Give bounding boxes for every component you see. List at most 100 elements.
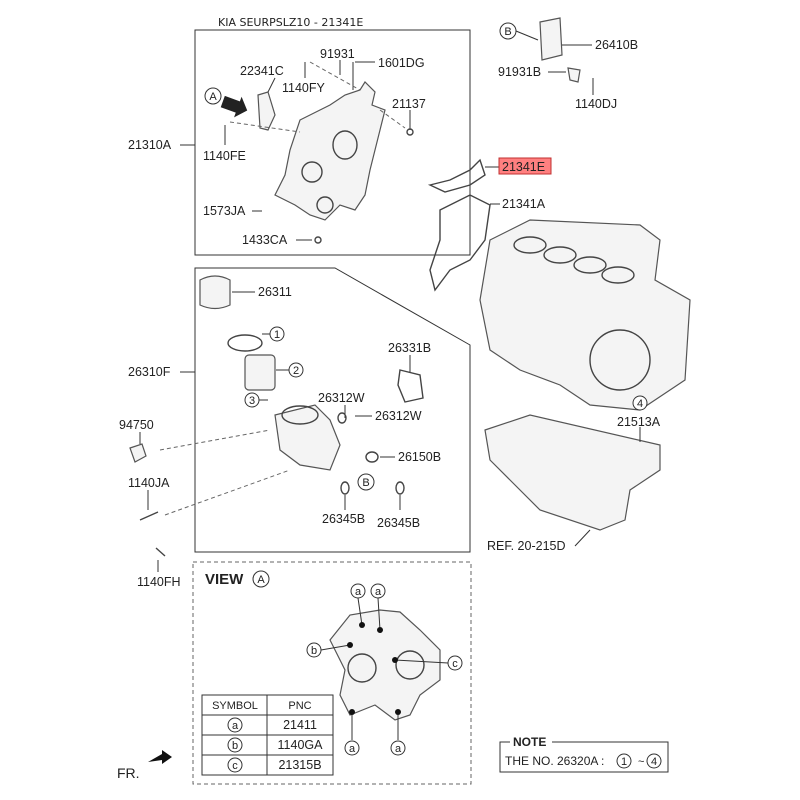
oil-filter-frame — [194, 267, 471, 553]
label-21310a[interactable]: 21310A — [128, 138, 172, 152]
view-a-circle — [252, 570, 270, 588]
label-1573ja[interactable]: 1573JA — [203, 204, 246, 218]
label-26410b[interactable]: 26410B — [595, 38, 638, 52]
note-sep: ~ — [638, 756, 644, 768]
table-header-symbol: SYMBOL — [212, 700, 258, 712]
table-pnc[interactable]: 21315B — [278, 758, 321, 772]
table-symbol: c — [232, 760, 238, 772]
oil-filter-cap-part[interactable] — [199, 275, 231, 310]
callout-a: A — [209, 91, 217, 103]
sensor-94750[interactable] — [129, 443, 147, 463]
view-a-frame — [192, 561, 472, 785]
callout-b: B — [504, 26, 511, 38]
oil-filter-housing-part[interactable] — [274, 404, 341, 471]
leader-lines-cooler — [515, 30, 594, 95]
label-26345b-2[interactable]: 26345B — [377, 516, 420, 530]
label-1433ca[interactable]: 1433CA — [242, 233, 288, 247]
arrow-view-a — [220, 95, 248, 118]
callout-a-circle — [204, 87, 222, 105]
label-26310f[interactable]: 26310F — [128, 365, 171, 379]
gasket-21341a[interactable] — [429, 194, 491, 292]
front-arrow-icon — [148, 750, 172, 764]
callout-4: 4 — [637, 398, 643, 410]
label-91931b[interactable]: 91931B — [498, 65, 541, 79]
callout-1: 1 — [274, 329, 280, 341]
label-21341e[interactable]: 21341E — [502, 160, 545, 174]
label-1140fe[interactable]: 1140FE — [203, 149, 246, 163]
table-pnc[interactable]: 21411 — [283, 718, 317, 732]
view-a-points — [347, 622, 401, 715]
label-1140fy[interactable]: 1140FY — [282, 81, 326, 95]
callout-a3: a — [349, 743, 356, 755]
table-symbol: b — [232, 740, 238, 752]
ref-20-215d-link[interactable]: REF. 20-215D — [487, 539, 566, 553]
diagram-title: KIA SEURPSLZ10 - 21341E — [218, 16, 363, 29]
label-22341c[interactable]: 22341C — [240, 64, 284, 78]
label-21513a[interactable]: 21513A — [617, 415, 661, 429]
table-header-pnc: PNC — [288, 700, 311, 712]
table-pnc[interactable]: 1140GA — [278, 738, 324, 752]
oil-pan-part[interactable] — [484, 414, 661, 531]
view-a-title: VIEW — [205, 571, 244, 588]
o-ring-26345b-1 — [340, 481, 350, 495]
note-to: 4 — [651, 756, 657, 768]
gasket-26331b[interactable] — [397, 369, 424, 403]
note-box: NOTE THE NO. 26320A : 1 ~ 4 — [499, 735, 669, 773]
bracket-22341c[interactable] — [257, 91, 276, 131]
label-26150b[interactable]: 26150B — [398, 450, 441, 464]
o-ring-26312w — [337, 412, 347, 424]
note-heading: NOTE — [513, 735, 546, 749]
label-91931[interactable]: 91931 — [320, 47, 355, 61]
leader-lines-top — [180, 60, 411, 241]
label-26312w-1[interactable]: 26312W — [318, 391, 365, 405]
label-21137[interactable]: 21137 — [392, 97, 426, 111]
callout-2: 2 — [293, 365, 299, 377]
view-a-cover-drawing[interactable] — [329, 609, 441, 721]
symbol-table: SYMBOL PNC a 21411 b 1140GA c 21315B — [201, 694, 334, 776]
o-ring-26345b-2 — [395, 481, 405, 495]
table-symbol: a — [232, 720, 239, 732]
label-1140ja[interactable]: 1140JA — [128, 476, 170, 490]
label-26312w-2[interactable]: 26312W — [375, 409, 422, 423]
callout-a4: a — [395, 743, 402, 755]
engine-block-part[interactable] — [479, 219, 691, 411]
label-1601dg[interactable]: 1601DG — [378, 56, 425, 70]
bolt-1433ca — [314, 236, 322, 244]
filter-element-2[interactable] — [244, 354, 276, 391]
callout-b2: B — [362, 477, 369, 489]
callout-2-circle — [288, 362, 304, 378]
callout-3: 3 — [249, 395, 255, 407]
bolt-21137 — [406, 128, 414, 136]
label-26345b-1[interactable]: 26345B — [322, 512, 365, 526]
leader-lines-filter — [159, 291, 411, 516]
callout-a1: a — [355, 586, 362, 598]
highlight-21341e — [498, 157, 552, 175]
view-a-symbol: A — [257, 574, 265, 586]
callout-1-circle — [269, 326, 285, 342]
label-26311[interactable]: 26311 — [258, 285, 292, 299]
label-21341a[interactable]: 21341A — [502, 197, 546, 211]
callout-c-view: c — [452, 658, 458, 670]
callout-a2: a — [375, 586, 382, 598]
gasket-21341e[interactable] — [427, 158, 486, 193]
view-a-callouts: a a b c a a — [306, 583, 463, 756]
bolt-1140ja[interactable] — [139, 511, 159, 521]
timing-cover-part[interactable] — [274, 81, 386, 221]
timing-cover-frame — [194, 29, 471, 256]
callout-b-view: b — [311, 645, 317, 657]
callout-3-circle — [244, 392, 260, 408]
label-94750[interactable]: 94750 — [119, 418, 154, 432]
label-1140fh[interactable]: 1140FH — [137, 575, 181, 589]
note-text: THE NO. 26320A : — [505, 754, 604, 768]
callout-4-circle — [632, 395, 648, 411]
label-1140dj[interactable]: 1140DJ — [575, 97, 617, 111]
label-26331b[interactable]: 26331B — [388, 341, 431, 355]
bolt-1140fh[interactable] — [155, 547, 166, 557]
o-ring-26150b — [365, 451, 379, 463]
o-ring-1[interactable] — [227, 334, 263, 352]
oil-cooler-part[interactable] — [539, 17, 581, 83]
leader-ref — [574, 529, 591, 547]
front-label: FR. — [117, 765, 140, 781]
view-a-leaders — [320, 597, 449, 740]
